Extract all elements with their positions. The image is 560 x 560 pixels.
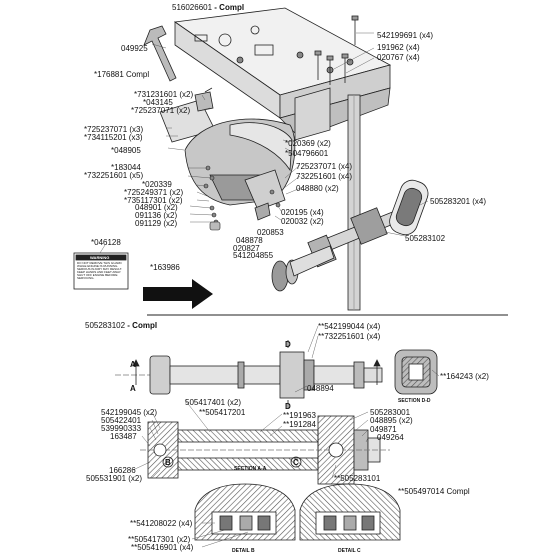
part-163986: *163986 xyxy=(150,263,180,272)
part-166286: 166286 xyxy=(109,466,136,475)
part-732251601-x4: 732251601 (x4) xyxy=(296,172,353,181)
section-aa-view xyxy=(140,415,390,485)
part-046128: *046128 xyxy=(91,238,121,247)
part-091129: 091129 (x2) xyxy=(135,219,178,228)
part-541204855: 541204855 xyxy=(233,251,274,260)
part-505417301: **505417301 (x2) xyxy=(128,535,191,544)
part-020195: 020195 (x4) xyxy=(281,208,324,217)
part-731231601: *731231601 (x2) xyxy=(134,90,194,99)
caption-section-aa: SECTION A-A xyxy=(234,466,267,472)
leader-lines-bottom xyxy=(132,325,440,548)
part-542199044: **542199044 (x4) xyxy=(318,322,381,331)
part-020369: *020369 (x2) xyxy=(285,139,331,148)
part-725249371: *725249371 (x2) xyxy=(124,188,184,197)
part-048894: 048894 xyxy=(307,384,334,393)
detail-c-view xyxy=(299,483,401,541)
part-020827: 020827 xyxy=(233,244,260,253)
part-505422401: 505422401 xyxy=(101,416,142,425)
hardware-stack xyxy=(203,165,281,231)
part-539990333: 539990333 xyxy=(101,424,142,433)
part-020767: 020767 (x4) xyxy=(377,53,420,62)
axle-assembly xyxy=(271,204,416,292)
part-732251601-x5: *732251601 (x5) xyxy=(84,171,144,180)
callout-c: C xyxy=(293,458,299,467)
part-542199045: 542199045 (x2) xyxy=(101,408,158,417)
assembly-number: 516026601 xyxy=(172,3,213,12)
part-725237071-x4: 725237071 (x4) xyxy=(296,162,353,171)
section-cut-marks xyxy=(132,340,381,468)
assembly-title-top: 516026601 - Compl xyxy=(172,3,244,12)
part-505531901: 505531901 (x2) xyxy=(86,474,143,483)
caption-section-dd: SECTION D-D xyxy=(398,398,431,404)
callout-d-bottom: D xyxy=(285,402,291,411)
arrow-icon xyxy=(143,279,213,309)
part-732251601: **732251601 (x4) xyxy=(318,332,381,341)
part-163487: 163487 xyxy=(110,432,137,441)
part-504796601: *504796601 xyxy=(285,149,329,158)
shaft-side-view xyxy=(115,351,383,399)
callout-b: B xyxy=(165,458,171,467)
part-020032: 020032 (x2) xyxy=(281,217,324,226)
part-505417401: 505417401 (x2) xyxy=(185,398,242,407)
part-049871: 049871 xyxy=(370,425,397,434)
bracket-arm xyxy=(244,169,286,221)
part-505497014: **505497014 Compl xyxy=(398,487,470,496)
part-542199691: 542199691 (x4) xyxy=(377,31,434,40)
part-048895: 048895 (x2) xyxy=(370,416,413,425)
deck-housing xyxy=(173,7,392,141)
warning-decal-title: WARNING xyxy=(90,255,110,260)
part-734115201: *734115201 (x3) xyxy=(84,133,143,142)
part-735117301: *735117301 (x2) xyxy=(124,196,183,205)
part-048880: 048880 (x2) xyxy=(296,184,339,193)
part-505283001: 505283001 xyxy=(370,408,411,417)
part-049264: 049264 xyxy=(377,433,404,442)
callout-d-top: D xyxy=(285,340,291,349)
assembly-number: 505283102 xyxy=(85,321,126,330)
section-dd-view xyxy=(394,349,438,395)
callout-a-bottom: A xyxy=(130,384,136,393)
part-183044: *183044 xyxy=(111,163,141,172)
part-049925: 049925 xyxy=(121,44,148,53)
part-191284: **191284 xyxy=(283,420,316,429)
leader-lines-top xyxy=(99,32,429,254)
assembly-suffix: - Compl xyxy=(127,321,158,330)
part-020853: 020853 xyxy=(257,228,284,237)
part-505417201: **505417201 xyxy=(199,408,246,417)
callout-a-top: A xyxy=(130,360,136,369)
wrench-icon xyxy=(143,25,177,82)
part-020339: *020339 xyxy=(142,180,172,189)
roller-tube xyxy=(389,179,429,236)
caption-detail-c: DETAIL C xyxy=(338,548,361,554)
part-541208022: **541208022 (x4) xyxy=(130,519,193,528)
part-164243: **164243 (x2) xyxy=(440,372,489,381)
part-191962: 191962 (x4) xyxy=(377,43,420,52)
part-048905: *048905 xyxy=(111,146,141,155)
part-505416901: **505416901 (x4) xyxy=(131,543,194,552)
part-725237071-x2: *725237071 (x2) xyxy=(131,106,191,115)
part-725237071-x3: *725237071 (x3) xyxy=(84,125,144,134)
part-048901: 048901 (x2) xyxy=(135,203,178,212)
part-176881: *176881 Compl xyxy=(94,70,150,79)
warning-decal-text: DO NOT REMOVE THIS GUARD WHILE ENGINE IS… xyxy=(77,262,123,280)
caption-detail-b: DETAIL B xyxy=(232,548,255,554)
part-091136: 091136 (x2) xyxy=(135,211,178,220)
assembly-suffix: - Compl xyxy=(214,3,245,12)
support-post xyxy=(347,94,361,311)
part-505283201: 505283201 (x4) xyxy=(430,197,487,206)
assembly-title-bottom: 505283102 - Compl xyxy=(85,321,157,330)
warning-decal xyxy=(73,252,129,290)
bolt-set xyxy=(314,15,359,85)
part-043145: *043145 xyxy=(143,98,173,107)
detail-b-view xyxy=(194,483,296,541)
part-191963: **191963 xyxy=(283,411,316,420)
part-505283102: 505283102 xyxy=(405,234,446,243)
part-048878: 048878 xyxy=(236,236,263,245)
part-505283101: **505283101 xyxy=(334,474,381,483)
